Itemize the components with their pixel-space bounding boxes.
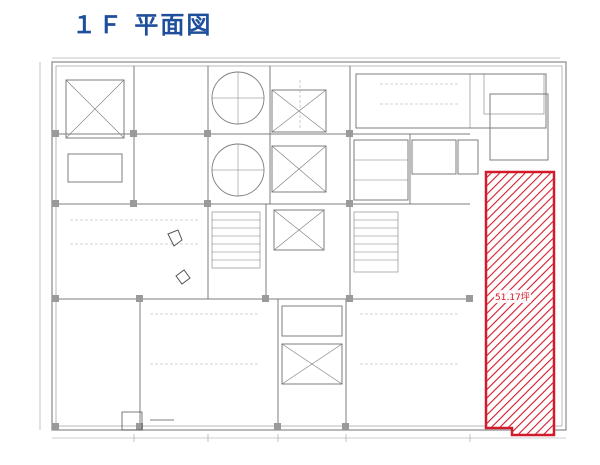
detail-lines xyxy=(70,80,460,365)
area-label: 51.17坪 xyxy=(494,290,531,303)
structural-columns xyxy=(52,130,473,430)
building-outline xyxy=(39,57,567,431)
floor-plan: 51.17坪 xyxy=(0,44,600,465)
interior-walls xyxy=(56,66,549,430)
bottom-dimension-line xyxy=(52,434,566,442)
furniture-marks xyxy=(121,229,191,431)
page-title: １Ｆ 平面図 xyxy=(72,11,213,39)
highlighted-area xyxy=(484,170,556,437)
floor-plan-drawing xyxy=(39,57,567,442)
round-fixtures xyxy=(211,71,265,197)
